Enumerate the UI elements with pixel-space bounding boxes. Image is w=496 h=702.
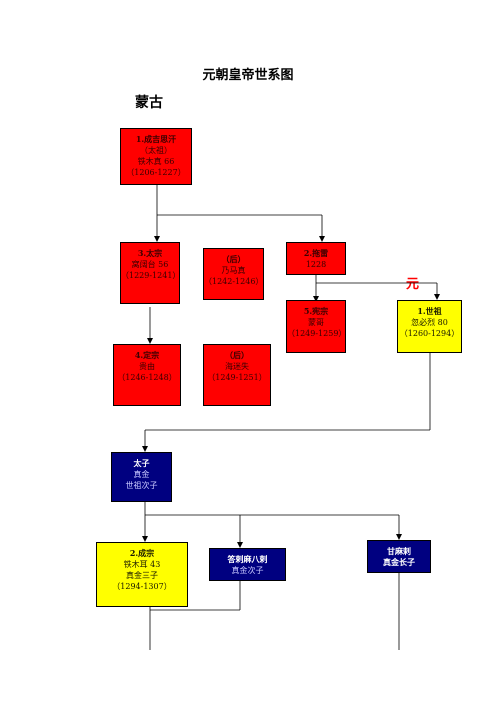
node-line: （1206-1227） [126,168,186,177]
arrowhead [142,536,148,542]
arrowhead [142,446,148,452]
node-name: 答剌麻八剌 [227,554,268,564]
node-line: （1246-1248） [117,373,177,382]
node-line: （1249-1251） [207,373,267,382]
node-line: 贵由 [139,362,155,371]
node-name: 2.成宗 [129,548,155,558]
node-line: 真金次子 [231,566,264,575]
diagram-title: 元朝皇帝世系图 [202,68,294,83]
node-ogedei: 3.太宗 窝阔台 56 （1229-1241） [120,242,180,304]
node-line: 真金 [133,470,150,479]
node-empress-naimaijin: （后） 乃马真 （1242-1246） [203,248,264,300]
arrowhead [319,236,325,242]
node-name: 5.宪宗 [303,306,329,316]
node-name: 甘麻剌 [387,546,411,556]
node-line: 窝阔台 56 [131,260,169,269]
node-temur: 2.成宗 铁木耳 43 真金三子 （1294-1307） [96,542,188,607]
arrowhead [237,542,243,548]
arrowhead [154,236,160,242]
node-line: 真金三子 [126,571,158,580]
node-crown-prince-zhenjin: 太子 真金 世祖次子 [111,452,172,502]
node-name: 4.定宗 [134,350,160,360]
node-line: 乃马真 [221,266,246,275]
node-name: （后） [221,254,246,264]
node-name: 1.世祖 [417,306,442,316]
node-name: 太子 [133,458,150,468]
node-line: 1228 [305,260,327,269]
node-kublai: 1.世祖 忽必烈 80 （1260-1294） [397,300,462,353]
node-name: 2.拖雷 [303,248,329,258]
node-line: （1294-1307） [112,582,172,591]
arrowhead [147,338,153,344]
node-line: （1229-1241） [121,271,181,280]
node-line: 真金长子 [383,557,415,567]
node-mongke: 5.宪宗 蒙哥 （1249-1259） [286,300,346,353]
node-line: 忽必烈 80 [411,318,448,327]
node-line: 世祖次子 [125,481,158,490]
node-gammala: 甘麻剌 真金长子 [367,540,431,573]
node-empress-oghul-qaimish: （后） 海迷失 （1249-1251） [203,344,271,406]
arrowhead [396,534,402,540]
node-chinggis-khan: 1.成吉思汗 （太祖） 铁木真 66 （1206-1227） [120,128,192,185]
node-line: 铁木耳 43 [123,560,161,569]
node-darmabala: 答剌麻八剌 真金次子 [209,548,286,581]
node-guyuk: 4.定宗 贵由 （1246-1248） [113,344,181,406]
node-line: 铁木真 66 [137,157,175,166]
node-name: 1.成吉思汗 [135,134,177,144]
node-line: （1242-1246） [204,277,264,286]
node-tolui: 2.拖雷 1228 [286,242,346,275]
arrowhead [313,296,319,302]
node-line: （1260-1294） [399,329,460,338]
arrowhead [434,294,440,300]
section-label-yuan: 元 [406,277,420,292]
node-line: （1249-1259） [287,329,347,338]
section-label-mongol: 蒙古 [135,95,163,111]
node-name: （后） [225,350,249,360]
node-line: 海迷失 [225,362,249,371]
node-line: （太祖） [140,146,172,155]
node-name: 3.太宗 [137,248,163,258]
node-line: 蒙哥 [308,318,324,327]
